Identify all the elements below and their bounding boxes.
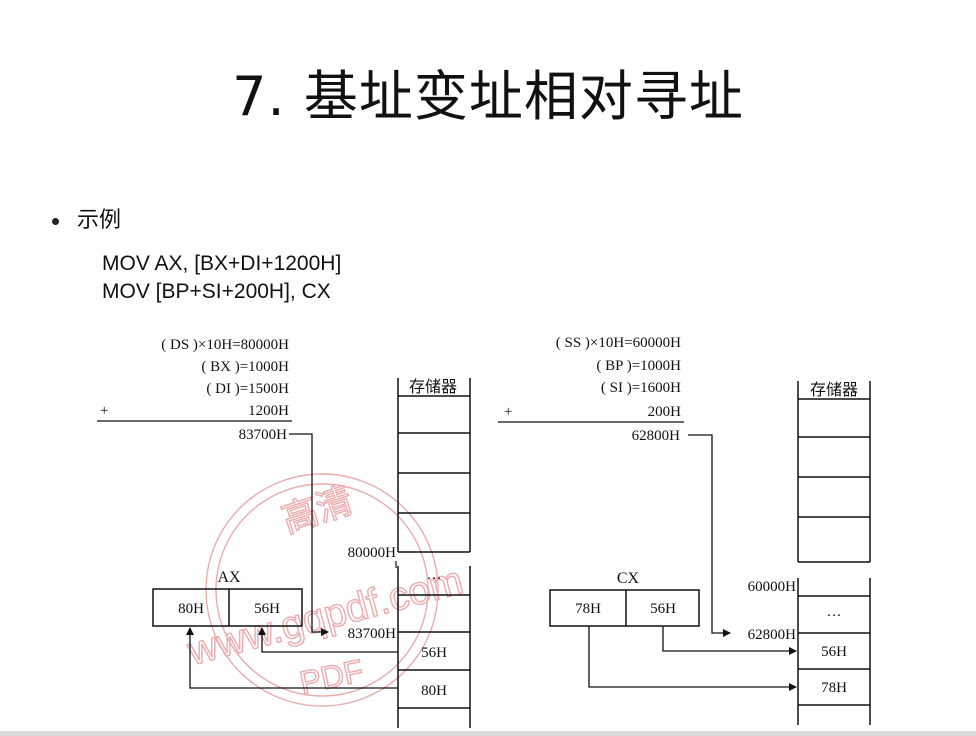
right-register-box (549, 589, 700, 627)
right-diagram: ( SS )×10H=60000H ( BP )=1000H ( SI )=16… (498, 335, 871, 725)
watermark-bottom: PDF (296, 652, 366, 701)
right-plus-sign: + (504, 404, 512, 420)
left-cell-high: 80H (421, 683, 447, 699)
bullet-dot-icon (52, 217, 59, 225)
left-memory-label: 存储器 (409, 378, 457, 396)
left-addr-target: 83700H (348, 626, 397, 642)
left-cell-low: 56H (421, 645, 447, 661)
slide-title: 7. 基址变址相对寻址 (232, 65, 744, 128)
left-calc-index: ( DI )=1500H (206, 381, 289, 397)
left-ellipsis: … (427, 567, 442, 583)
left-calc-segment: ( DS )×10H=80000H (161, 337, 289, 353)
right-calc-segment: ( SS )×10H=60000H (556, 335, 681, 351)
right-ellipsis: … (827, 604, 842, 620)
bullet-item: 示例 (52, 202, 121, 234)
left-calc-base: ( BX )=1000H (201, 359, 289, 375)
right-register-high: 78H (575, 601, 601, 617)
bullet-text: 示例 (77, 208, 122, 233)
right-calc-displacement: 200H (648, 404, 682, 420)
right-memory-label: 存储器 (810, 381, 858, 399)
left-calc-result: 83700H (239, 427, 288, 443)
left-address-arrow (289, 433, 329, 636)
left-addr-base: 80000H (348, 545, 397, 561)
footer-bar (0, 731, 976, 736)
right-calc-base: ( BP )=1000H (596, 358, 681, 374)
watermark-stamp: 高清 www.gqpdf.com PDF (182, 473, 468, 707)
left-calc-displacement: 1200H (248, 403, 289, 419)
left-memory-column (397, 378, 471, 728)
right-address-arrow (688, 434, 731, 637)
left-plus-sign: + (100, 403, 108, 419)
code-line-1: MOV AX, [BX+DI+1200H] (102, 252, 342, 275)
left-register-high: 80H (178, 601, 204, 617)
right-calc-index: ( SI )=1600H (601, 380, 681, 396)
right-calc-result: 62800H (632, 428, 681, 444)
left-register-box (152, 588, 303, 627)
watermark-circle-inner (215, 483, 429, 697)
right-cell-low: 56H (821, 644, 847, 660)
left-register-name: AX (217, 569, 241, 586)
right-arrow-high (588, 626, 797, 691)
right-addr-base: 60000H (748, 579, 797, 595)
right-register-name: CX (617, 570, 640, 587)
right-register-low: 56H (650, 601, 676, 617)
code-line-2: MOV [BP+SI+200H], CX (102, 280, 331, 303)
left-arrow-low (258, 627, 398, 653)
right-addr-target: 62800H (748, 627, 797, 643)
right-cell-high: 78H (821, 680, 847, 696)
watermark-top: 高清 (277, 479, 358, 540)
right-arrow-low (662, 626, 797, 655)
left-register-low: 56H (254, 601, 280, 617)
left-arrow-high (186, 627, 398, 689)
left-diagram: ( DS )×10H=80000H ( BX )=1000H ( DI )=15… (97, 337, 471, 728)
right-memory-column (797, 381, 871, 725)
watermark-circle (205, 473, 439, 707)
